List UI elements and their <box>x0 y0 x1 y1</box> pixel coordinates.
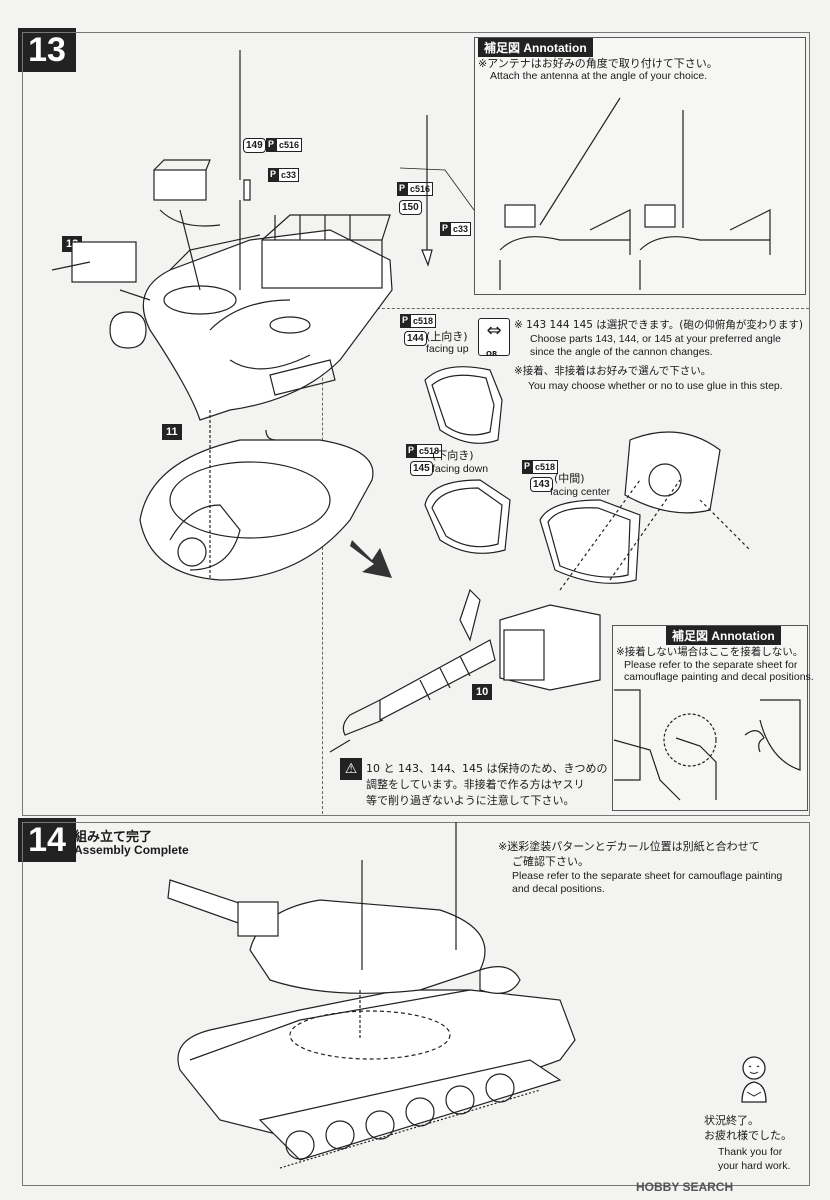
part-145-en: facing down <box>432 463 489 475</box>
part-143-jp: (中間) <box>554 472 585 485</box>
step-10-ref: 10 <box>472 684 493 700</box>
annotation-bottom-en-1: Please refer to the separate sheet for <box>624 659 798 671</box>
annotation-top-title: 補足図 Annotation <box>478 38 593 57</box>
part-145-label: 145 <box>410 461 433 476</box>
choice-dashed-box <box>322 308 809 814</box>
annotation-bottom-box <box>612 625 808 811</box>
step-14-title-en: Assembly Complete <box>74 843 189 857</box>
annotation-bottom-jp: ※接着しない場合はここを接着しない。 <box>616 646 804 658</box>
annotation-antenna-drawing <box>399 97 771 290</box>
caution-line-3: 等で削り過ぎないように注意して下さい。 <box>366 794 575 807</box>
closing-jp-1: 状況終了。 <box>704 1114 759 1127</box>
step-14-note-en-1: Please refer to the separate sheet for c… <box>512 870 783 882</box>
part-149-label: 149 <box>243 138 266 153</box>
annotation-glue-drawing <box>613 689 801 801</box>
pc518-144: c518 <box>410 314 437 328</box>
step-14-frame <box>22 822 810 1186</box>
part-145-jp: (下向き) <box>432 449 474 462</box>
pc518-145: c518 <box>416 444 443 458</box>
caution-line-1: 10 と 143、144、145 は保持のため、きつめの <box>366 762 608 775</box>
closing-jp-2: お疲れ様でした。 <box>704 1129 792 1142</box>
step-14-title-jp: 組み立て完了 <box>74 830 153 845</box>
part-143-en: facing center <box>550 486 611 498</box>
watermark: HOBBY SEARCH <box>636 1180 734 1194</box>
step-14-note-jp-1: ※迷彩塗装パターンとデカール位置は別紙と合わせて <box>498 840 760 853</box>
p-letter: P <box>522 460 533 474</box>
glue-note-jp: ※接着、非接着はお好みで選んで下さい。 <box>514 365 712 377</box>
cannon-drawing <box>329 588 601 753</box>
or-arrows-icon: ⇔ <box>486 320 502 341</box>
choice-note-en-2: since the angle of the cannon changes. <box>530 346 713 358</box>
closing-en-1: Thank you for <box>718 1146 783 1158</box>
step-14-note-en-2: and decal positions. <box>512 883 605 895</box>
turret-lower-drawing <box>139 410 374 581</box>
p-letter: P <box>266 138 277 152</box>
step-11-ref: 11 <box>162 424 182 440</box>
choice-note-en-1: Choose parts 143, 144, or 145 at your pr… <box>530 333 781 345</box>
closing-mascot-icon <box>734 1054 774 1108</box>
p-letter: P <box>268 168 279 182</box>
part-150-label: 150 <box>399 200 422 215</box>
pc33-b: c33 <box>450 222 472 236</box>
p-letter: P <box>397 182 408 196</box>
or-label: OR <box>486 350 498 358</box>
pc518-143: c518 <box>532 460 559 474</box>
part-144-en: facing up <box>426 343 469 355</box>
turret-upper-drawing <box>51 50 433 421</box>
part-144-label: 144 <box>404 331 427 346</box>
step-13-frame <box>22 32 810 816</box>
annotation-top-en: Attach the antenna at the angle of your … <box>490 70 708 82</box>
annotation-top-jp: ※アンテナはお好みの角度で取り付けて下さい。 <box>478 57 718 70</box>
annotation-bottom-title: 補足図 Annotation <box>666 626 781 645</box>
caution-icon: ⚠ <box>340 758 362 780</box>
assembled-tank-drawing <box>167 822 576 1169</box>
part-144-jp: (上向き) <box>426 330 468 343</box>
p-letter: P <box>440 222 451 236</box>
part-143-label: 143 <box>530 477 553 492</box>
p-letter: P <box>406 444 417 458</box>
pc33-a: c33 <box>278 168 300 182</box>
caution-line-2: 調整をしています。非接着で作る方はヤスリ <box>366 778 585 791</box>
step-13-number: 13 <box>18 28 76 72</box>
choice-note-jp: ※ 143 144 145 は選択できます。(砲の仰俯角が変わります) <box>514 319 803 331</box>
annotation-top-box <box>474 37 806 295</box>
step-14-note-jp-2: ご確認下さい。 <box>512 855 589 868</box>
closing-en-2: your hard work. <box>718 1160 791 1172</box>
pc516-a: c516 <box>276 138 303 152</box>
p-letter: P <box>400 314 411 328</box>
annotation-bottom-en-2: camouflage painting and decal positions. <box>624 671 814 683</box>
or-icon: ⇔ <box>478 318 510 356</box>
glue-note-en: You may choose whether or no to use glue… <box>528 380 783 392</box>
step-14-number: 14 <box>18 818 76 862</box>
direction-arrow <box>350 540 392 578</box>
mantlet-options-drawing <box>424 366 751 591</box>
